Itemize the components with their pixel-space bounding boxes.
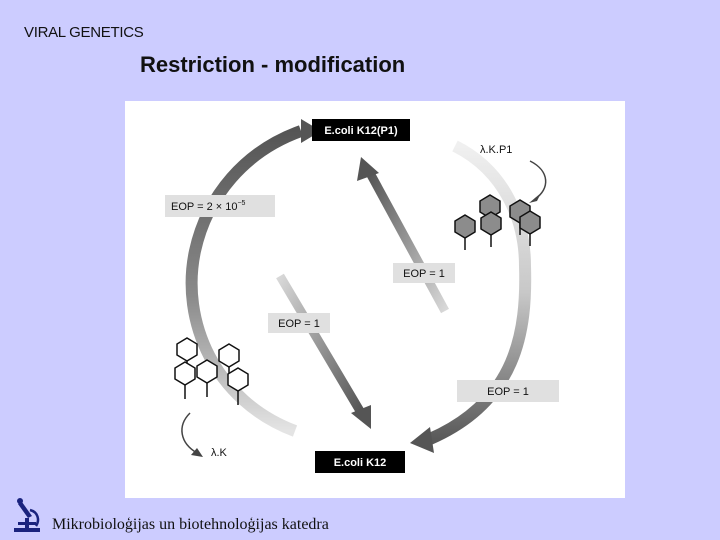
eop-bottom-right-box: EOP = 1 xyxy=(457,380,559,402)
host-top-box: E.coli K12(P1) xyxy=(312,119,410,141)
diagram-canvas: E.coli K12(P1) E.coli K12 EOP = 2 × 10−5… xyxy=(125,101,625,498)
phage-top-arrow xyxy=(530,161,546,199)
phage-top-label: λ.K.P1 xyxy=(480,144,512,156)
eop-left-exponent: −5 xyxy=(237,200,245,207)
eop-center-left-box: EOP = 1 xyxy=(268,313,330,333)
restriction-modification-diagram: E.coli K12(P1) E.coli K12 EOP = 2 × 10−5… xyxy=(125,101,625,498)
microscope-logo-icon xyxy=(8,494,44,534)
left-cycle-arrow xyxy=(192,119,321,431)
course-label: VIRAL GENETICS xyxy=(24,24,143,41)
host-bottom-label: E.coli K12 xyxy=(334,457,387,469)
center-up-arrow xyxy=(357,157,445,311)
center-down-arrow xyxy=(280,276,371,429)
slide-title: Restriction - modification xyxy=(140,52,405,78)
eop-center-right-box: EOP = 1 xyxy=(393,263,455,283)
svg-text:EOP = 2 × 10−5: EOP = 2 × 10−5 xyxy=(171,200,246,213)
eop-center-left-label: EOP = 1 xyxy=(278,318,320,330)
phage-bottom-arrow xyxy=(182,413,197,453)
eop-left-box: EOP = 2 × 10−5 xyxy=(165,195,275,217)
eop-center-right-label: EOP = 1 xyxy=(403,268,445,280)
host-top-label: E.coli K12(P1) xyxy=(324,125,398,137)
phage-top-arrowhead xyxy=(529,193,541,203)
phage-bottom-label: λ.K xyxy=(211,447,228,459)
right-cycle-arrow xyxy=(410,146,525,453)
eop-left-label: EOP = 2 × 10 xyxy=(171,201,237,213)
department-footer: Mikrobioloģijas un biotehnoloģijas kated… xyxy=(52,516,329,534)
eop-bottom-right-label: EOP = 1 xyxy=(487,386,529,398)
host-bottom-box: E.coli K12 xyxy=(315,451,405,473)
